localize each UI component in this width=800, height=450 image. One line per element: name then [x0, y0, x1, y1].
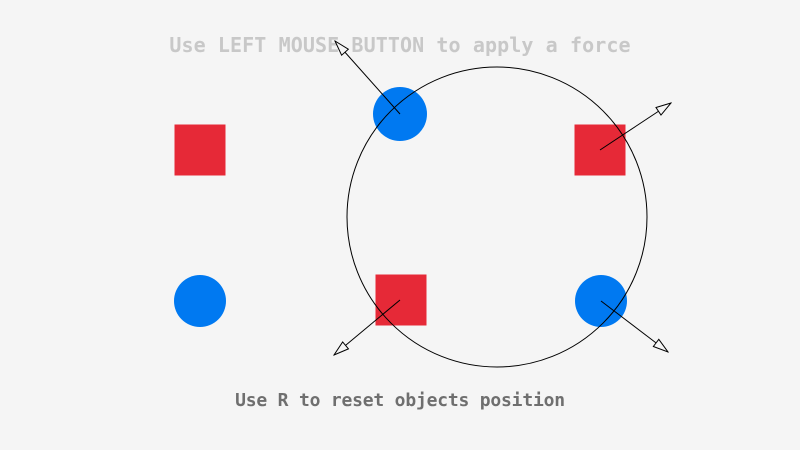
- force-arrow-1: [335, 41, 401, 115]
- physics-object-blue-circle-bottom-left[interactable]: [174, 275, 226, 327]
- physics-object-red-square-bottom-center[interactable]: [375, 274, 427, 326]
- objects-layer: [174, 87, 627, 327]
- force-arrow-3: [334, 299, 401, 355]
- force-overlay-layer: [334, 41, 671, 368]
- force-arrow-2: [599, 103, 671, 151]
- force-arrow-4: [600, 300, 668, 352]
- force-radius-circle: [346, 66, 648, 368]
- physics-object-red-square-top-left[interactable]: [174, 124, 226, 176]
